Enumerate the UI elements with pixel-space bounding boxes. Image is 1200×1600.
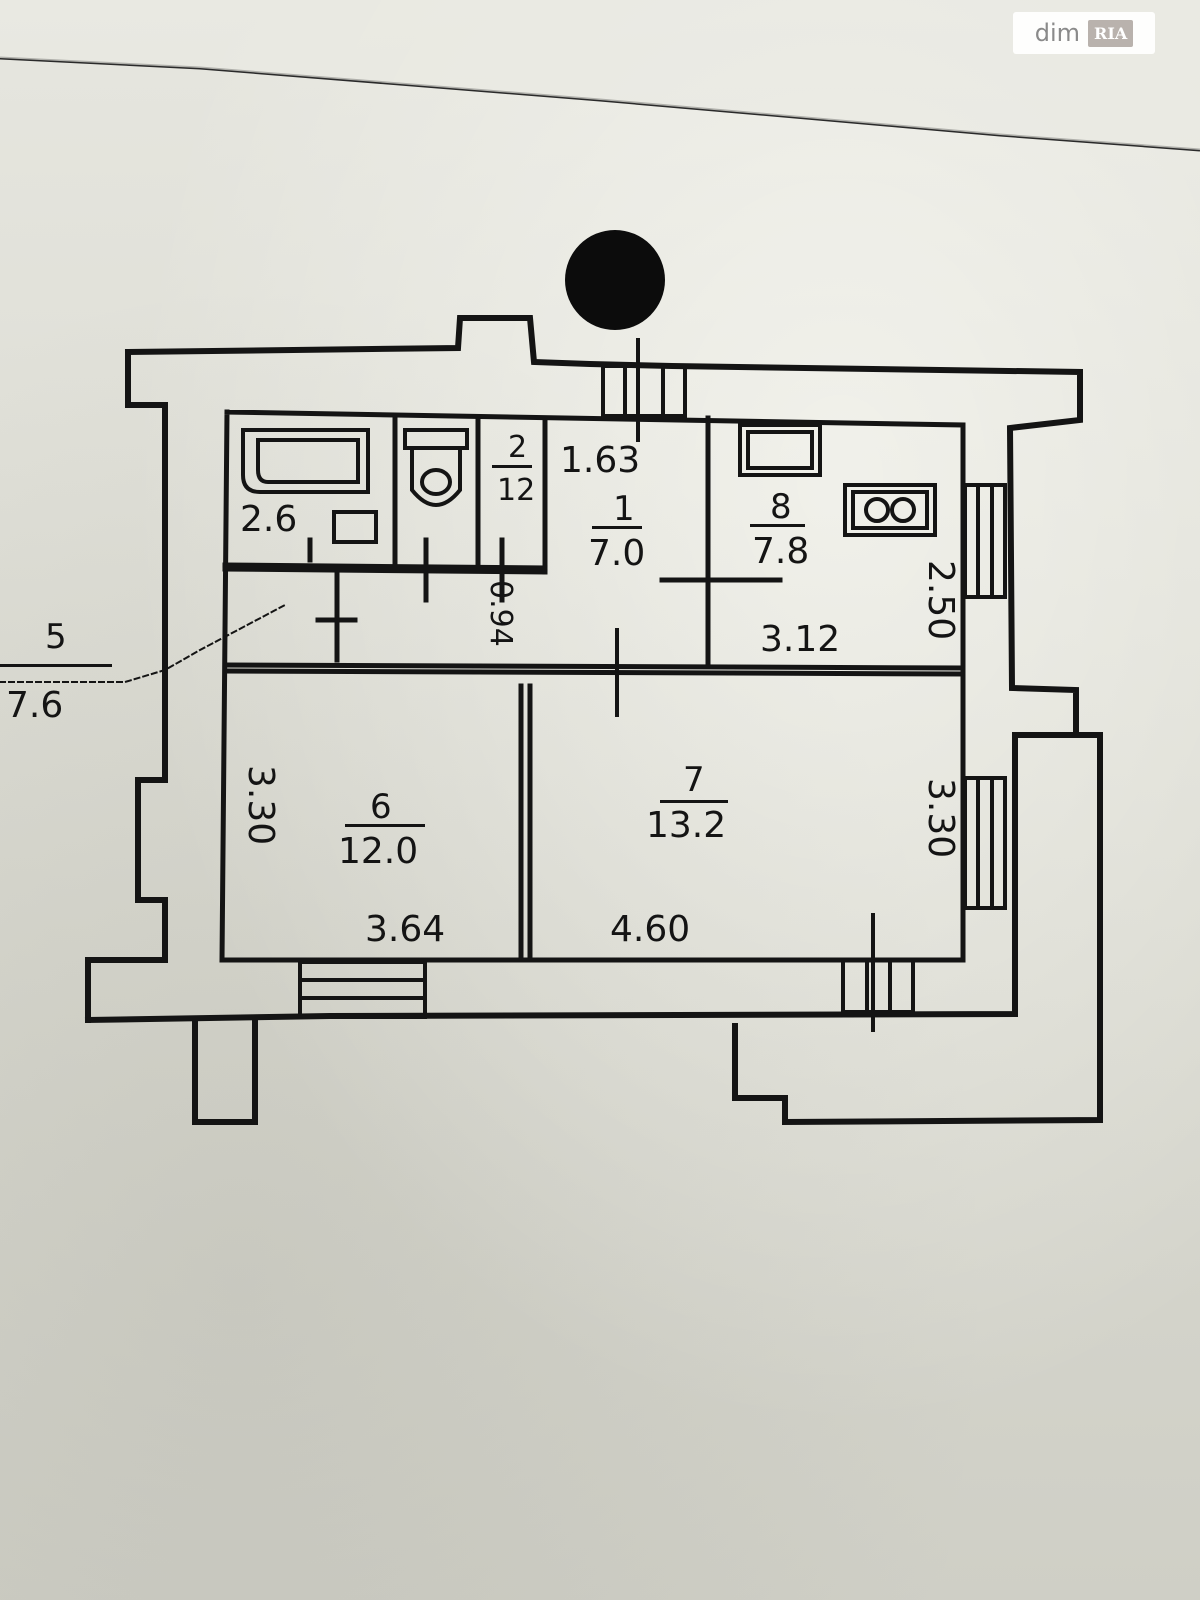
outer-walls: [84, 315, 1103, 1126]
hall-fraction-line: [592, 526, 642, 529]
hall-number-label: 1: [613, 489, 635, 529]
toilet-fraction-line: [492, 465, 532, 468]
apartment-interior-walls: [219, 409, 966, 963]
kitchen-number-label: 8: [770, 487, 792, 527]
stove-icon: [843, 483, 937, 537]
room-6-depth-dimension: 3.30: [240, 765, 281, 846]
hall-area-label: 7.0: [588, 533, 646, 574]
kitchen-area-label: 7.8: [752, 531, 810, 572]
toilet-number-label: 2: [508, 430, 528, 465]
windows: [298, 364, 1007, 1019]
watermark-badge: RIA: [1088, 19, 1134, 47]
kitchen-fraction-line: [750, 524, 805, 527]
neighbor-area-label: 7.6: [6, 685, 64, 726]
bathroom-area-label: 2.6: [240, 499, 298, 540]
neighbor-number-label: 5: [45, 617, 67, 657]
ventilation-shaft-icon: [565, 230, 665, 330]
watermark-brand: dim: [1034, 19, 1081, 47]
sink-icon: [738, 423, 822, 477]
room-6-area-label: 12.0: [338, 831, 419, 872]
room-7-width-dimension: 4.60: [610, 909, 691, 950]
leader-line: [0, 603, 287, 683]
hall-corridor-dimension: 0.94: [483, 580, 518, 647]
room-6-number-label: 6: [370, 787, 392, 827]
toilet-icon: [403, 428, 469, 507]
kitchen-width-dimension: 3.12: [760, 619, 841, 660]
neighbor-fraction-line: [0, 664, 112, 667]
room-7-depth-dimension: 3.30: [920, 778, 961, 859]
toilet-area-label: 12: [497, 473, 536, 508]
hall-width-dimension: 1.63: [560, 440, 641, 481]
room-7-fraction-line: [660, 800, 728, 803]
kitchen-depth-dimension: 2.50: [920, 560, 961, 641]
dim-ria-watermark: dim RIA: [1013, 12, 1155, 54]
room-7-area-label: 13.2: [646, 805, 727, 846]
room-7-number-label: 7: [683, 760, 705, 800]
bathtub-icon: [241, 428, 378, 544]
room-6-fraction-line: [345, 824, 425, 827]
room-6-width-dimension: 3.64: [365, 909, 446, 950]
door-marks: [615, 338, 875, 1032]
